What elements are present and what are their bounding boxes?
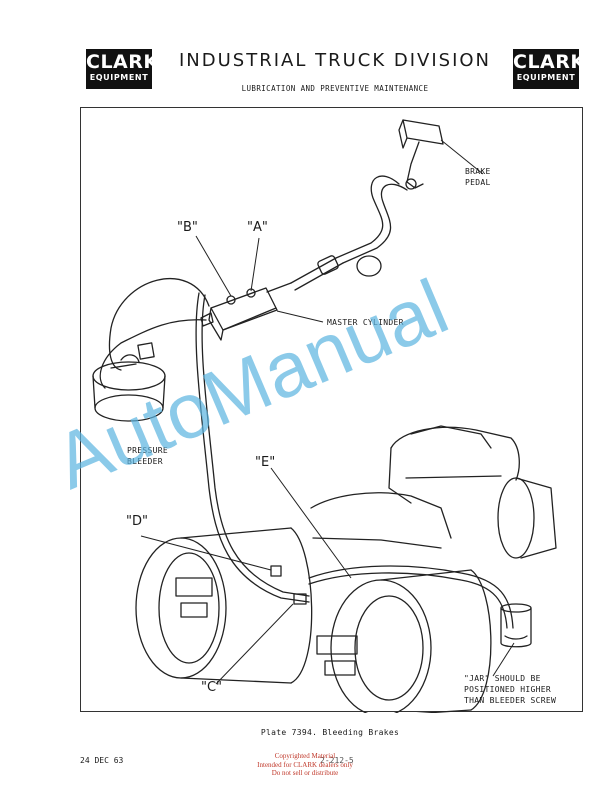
jar-note-line: "JAR" SHOULD BE [464,674,541,683]
diagram-drawing [92,119,557,713]
master-cylinder-label: MASTER CYLINDER [327,318,404,327]
tag-e: "E" [255,455,276,470]
pressure-bleeder-label-line: BLEEDER [127,457,163,466]
leader-lines [140,139,515,685]
page-title: INDUSTRIAL TRUCK DIVISION [178,50,492,71]
pressure-bleeder-drawing [92,342,166,422]
bleeder-fitting [293,593,307,605]
brake-bleeding-diagram: BRAKE PEDAL MASTER CYLINDER PRESSURE BLE… [80,107,583,713]
pedal-linkage [335,175,400,259]
page-reference: 2-212-5 [320,756,354,765]
brake-line [195,292,310,603]
tag-d: "D" [126,514,148,529]
automanual-watermark: AutoManual [42,262,460,506]
clark-logo-left: CLARK EQUIPMENT [86,49,159,89]
jar-drawing [500,603,532,648]
brake-pedal-label-line: PEDAL [465,178,491,187]
jar-note-line: THAN BLEEDER SCREW [464,696,557,705]
brake-pedal-label-line: BRAKE [465,167,491,176]
logo-brand-text: CLARK [513,51,586,73]
copyright-line: Copyrighted Material [274,752,336,760]
jar-note-line: POSITIONED HIGHER [464,685,551,694]
brake-pedal-drawing [398,119,444,190]
tag-c: "C" [201,680,223,695]
copyright-line: Do not sell or distribute [271,769,339,777]
page-subtitle: LUBRICATION AND PREVENTIVE MAINTENANCE [241,84,429,93]
logo-brand-text: CLARK [86,51,159,73]
logo-sub-text: EQUIPMENT [516,73,576,82]
jar-hose [308,565,514,629]
jar-note-label: "JAR" SHOULD BE POSITIONED HIGHER THAN B… [464,673,556,706]
bleeder-hose [99,319,207,389]
revision-date: 24 DEC 63 [80,756,124,765]
clark-logo-right: CLARK EQUIPMENT [513,49,586,89]
brake-pedal-label: BRAKE PEDAL [465,166,491,188]
pressure-bleeder-label-line: PRESSURE [127,446,168,455]
plate-caption: Plate 7394. Bleeding Brakes [260,728,400,737]
axle-housing-drawing [135,425,557,713]
logo-sub-text: EQUIPMENT [89,73,149,82]
boot-drawing [356,255,382,277]
tag-a: "A" [247,220,268,235]
copyright-notice: Copyrighted Material Intended for CLARK … [230,752,380,778]
copyright-line: Intended for CLARK dealers only [257,760,353,769]
pressure-bleeder-label: PRESSURE BLEEDER [127,445,168,467]
watermark-text: AutoManual [42,262,460,506]
tag-b: "B" [177,220,198,235]
